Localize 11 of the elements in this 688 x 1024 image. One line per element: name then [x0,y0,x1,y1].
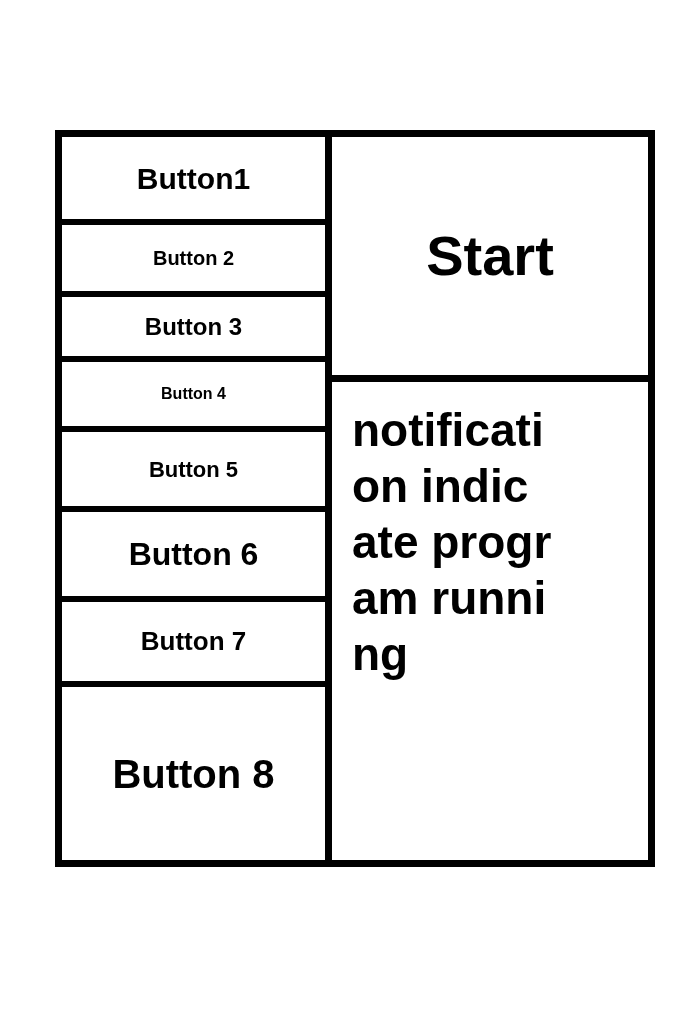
menu-button: Button 3 [62,297,332,362]
menu-button: Button 8 [62,687,332,860]
menu-button: Button 7 [62,602,332,687]
menu-button: Button 5 [62,432,332,512]
start-button: Start [332,137,648,382]
notification-text: notification indicate program running [352,403,552,682]
menu-button: Button 6 [62,512,332,602]
menu-button: Button 4 [62,362,332,432]
menu-button: Button1 [62,137,332,225]
menu-button: Button 2 [62,225,332,297]
page-frame [55,130,655,867]
